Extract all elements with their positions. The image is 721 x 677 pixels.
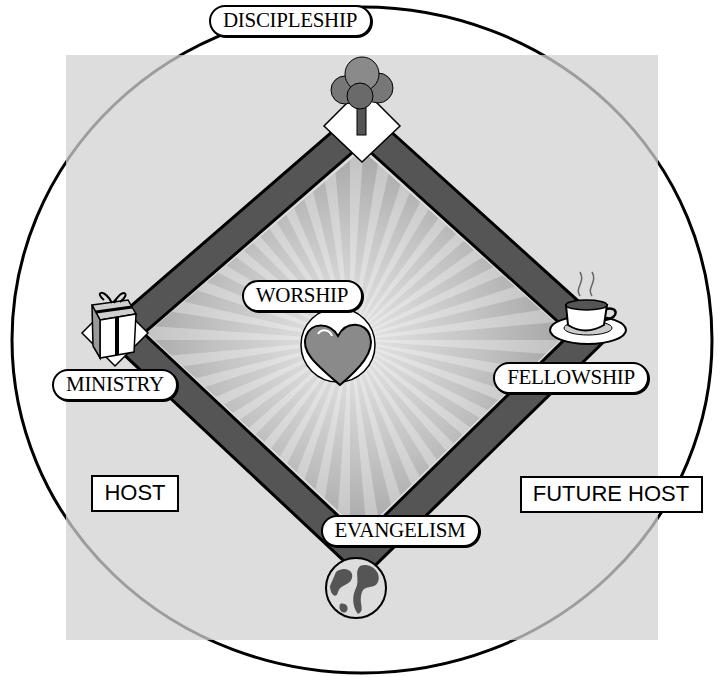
- sun-ray: [0, 310, 350, 340]
- cup-icon: [550, 272, 626, 344]
- label-pill: MINISTRY: [52, 369, 178, 401]
- label-text: DISCIPLESHIP: [223, 9, 357, 32]
- label-text: HOST: [104, 481, 165, 505]
- tree-icon: [324, 57, 400, 162]
- sun-ray: [0, 340, 350, 587]
- sun-ray: [0, 340, 350, 470]
- outer-circle: [12, 7, 712, 673]
- label-pill: DISCIPLESHIP: [209, 5, 372, 37]
- heart-icon: [301, 308, 375, 385]
- label-box: HOST: [91, 475, 179, 512]
- label-pill: FELLOWSHIP: [493, 362, 649, 394]
- label-box: FUTURE HOST: [520, 476, 703, 513]
- label-pill: EVANGELISM: [321, 515, 480, 547]
- gift-icon: [82, 293, 148, 366]
- label-pill: WORSHIP: [242, 280, 363, 312]
- globe-icon: [326, 558, 386, 618]
- sun-ray: [350, 93, 706, 340]
- square-ground: [66, 55, 658, 640]
- label-text: FELLOWSHIP: [507, 366, 635, 389]
- label-text: MINISTRY: [66, 373, 164, 396]
- label-text: FUTURE HOST: [533, 482, 689, 506]
- label-text: EVANGELISM: [335, 519, 466, 542]
- label-text: WORSHIP: [256, 284, 348, 307]
